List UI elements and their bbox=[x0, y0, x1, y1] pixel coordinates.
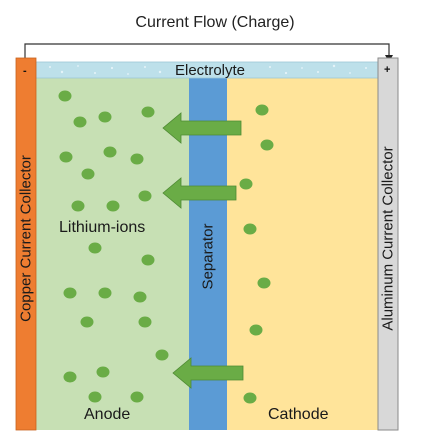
lithium-ion bbox=[130, 391, 144, 403]
lithium-ion bbox=[141, 254, 155, 266]
ion-flow-arrows bbox=[162, 112, 244, 389]
ion-arrow bbox=[172, 357, 244, 389]
lithium-ion bbox=[103, 146, 117, 158]
lithium-ion bbox=[138, 190, 152, 202]
lithium-ion bbox=[98, 111, 112, 123]
lithium-ion bbox=[257, 277, 271, 289]
current-flow-wire bbox=[24, 43, 390, 58]
lithium-ion bbox=[88, 242, 102, 254]
copper-collector-label: Copper Current Collector bbox=[17, 155, 35, 322]
lithium-ion bbox=[138, 316, 152, 328]
lithium-ion bbox=[141, 106, 155, 118]
lithium-ions-cathode bbox=[239, 104, 274, 404]
lithium-ion bbox=[130, 153, 144, 165]
lithium-ion bbox=[80, 316, 94, 328]
aluminum-collector-label: Aluminum Current Collector bbox=[379, 146, 397, 331]
lithium-ion bbox=[239, 178, 253, 190]
lithium-ion bbox=[98, 287, 112, 299]
lithium-ion bbox=[106, 200, 120, 212]
negative-terminal-label: - bbox=[23, 65, 27, 77]
cathode-region bbox=[227, 78, 378, 430]
lithium-ion bbox=[243, 392, 257, 404]
lithium-ion bbox=[88, 391, 102, 403]
lithium-ion bbox=[63, 371, 77, 383]
lithium-ion bbox=[81, 168, 95, 180]
lithium-ion bbox=[59, 151, 73, 163]
diagram-title: Current Flow (Charge) bbox=[135, 14, 295, 31]
lithium-ion bbox=[63, 287, 77, 299]
aluminum-collector bbox=[377, 57, 399, 431]
lithium-ion bbox=[260, 139, 274, 151]
lithium-ion bbox=[73, 116, 87, 128]
separator-label: Separator bbox=[199, 223, 217, 290]
lithium-ion bbox=[249, 324, 263, 336]
lithium-ion bbox=[133, 291, 147, 303]
lithium-ion bbox=[58, 90, 72, 102]
lithium-ion bbox=[96, 366, 110, 378]
copper-collector bbox=[15, 57, 37, 431]
ion-arrow bbox=[162, 112, 242, 144]
anode-region bbox=[36, 78, 189, 430]
lithium-ion bbox=[255, 104, 269, 116]
lithium-ions-label: Lithium-ions bbox=[59, 219, 146, 236]
anode-label: Anode bbox=[84, 406, 131, 423]
electrolyte-label: Electrolyte bbox=[175, 62, 246, 79]
electrolyte-texture bbox=[49, 64, 367, 75]
cathode-label: Cathode bbox=[268, 406, 329, 423]
lithium-ion bbox=[155, 349, 169, 361]
lithium-ions-anode bbox=[58, 90, 169, 403]
lithium-ion bbox=[71, 200, 85, 212]
lithium-ion bbox=[243, 223, 257, 235]
ion-arrow bbox=[162, 177, 237, 209]
positive-terminal-label: + bbox=[384, 64, 391, 76]
